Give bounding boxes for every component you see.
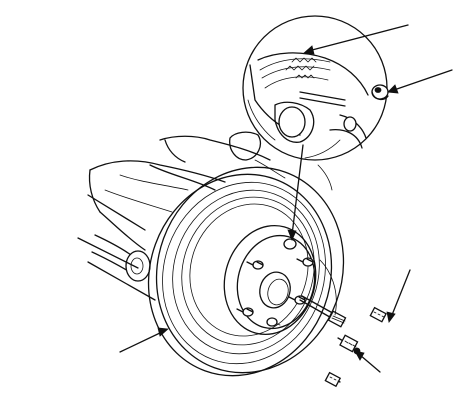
access-hole [283,238,297,250]
wheel-stud [236,307,254,317]
wheel-stud [296,257,314,267]
wheel-stud [246,260,264,270]
leader-line [87,261,156,301]
leader-lines [77,24,453,373]
bolt [337,334,361,355]
disc-retaining-screw [369,306,387,323]
detail-inset [242,15,389,161]
disc-retaining-screw [299,295,347,328]
disc-edge-shadow [319,259,337,316]
leader-line [77,237,139,269]
leader-line [87,194,146,231]
leader-line [391,269,411,316]
axle-shaft [91,234,151,282]
leader-line [311,24,409,51]
arrowhead [386,311,396,323]
inset-link-arrow [287,144,304,242]
wheel-stud [288,295,306,305]
arrowhead [354,350,365,361]
leader-line [359,354,381,373]
leader-line [393,69,453,91]
bolt [324,371,342,388]
arrowhead [303,45,315,55]
arrowhead [157,327,169,337]
caliper-bracket-edge [317,164,333,191]
brake-disc [147,166,345,377]
arrowhead [387,84,399,94]
leader-line [119,331,163,353]
suspension-knuckle [88,131,286,251]
plug [371,84,389,101]
